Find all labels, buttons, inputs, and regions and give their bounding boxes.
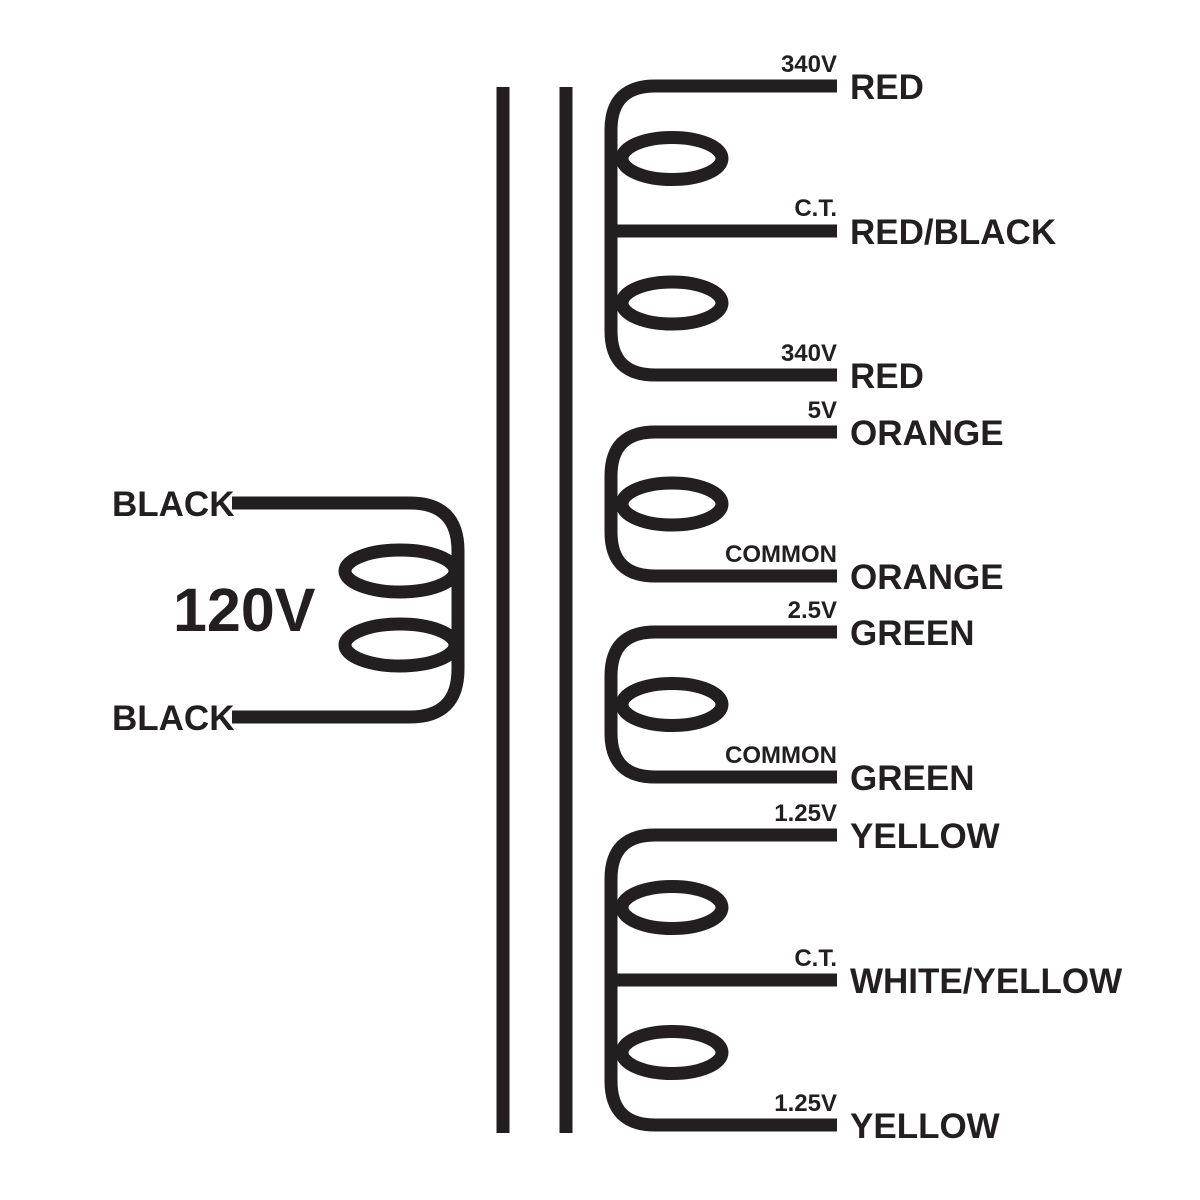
- secondary-winding-4-loop-2: [615, 1025, 729, 1080]
- primary-winding-wire: [232, 496, 465, 724]
- primary-top-lead-label: BLACK: [112, 485, 234, 524]
- wire-color-label: GREEN: [850, 614, 974, 653]
- tap-voltage-label: C.T.: [794, 945, 837, 972]
- wire-color-label: ORANGE: [850, 558, 1004, 597]
- wire-color-label: YELLOW: [850, 1107, 1000, 1146]
- secondary-winding-3-loop-1: [615, 677, 729, 732]
- tap-voltage-label: COMMON: [725, 742, 837, 769]
- tap-voltage-label: 1.25V: [774, 800, 837, 827]
- wire-color-label: GREEN: [850, 759, 974, 798]
- tap-voltage-label: 5V: [808, 397, 837, 424]
- primary-voltage-label: 120V: [173, 576, 316, 644]
- wire-color-label: YELLOW: [850, 817, 1000, 856]
- tap-voltage-label: 340V: [781, 340, 837, 367]
- secondary-winding-1: 340V RED C.T. RED/BLACK 340V RED: [604, 51, 1056, 396]
- secondary-winding-2-loop-1: [615, 476, 729, 532]
- primary-winding: BLACK 120V BLACK: [112, 485, 465, 738]
- tap-voltage-label: 2.5V: [788, 597, 837, 624]
- secondary-winding-2-wire: [604, 425, 837, 583]
- secondary-winding-1-loop-1: [615, 131, 729, 186]
- tap-voltage-label: 340V: [781, 51, 837, 78]
- primary-bottom-lead-label: BLACK: [112, 699, 234, 738]
- secondary-winding-2: 5V ORANGE COMMON ORANGE: [604, 397, 1004, 597]
- secondary-winding-4: 1.25V YELLOW C.T. WHITE/YELLOW 1.25V YEL…: [604, 800, 1122, 1146]
- primary-loop-1: [338, 543, 462, 599]
- primary-loop-2: [338, 617, 462, 673]
- tap-voltage-label: COMMON: [725, 541, 837, 568]
- wire-color-label: RED: [850, 68, 924, 107]
- tap-voltage-label: 1.25V: [774, 1090, 837, 1117]
- wire-color-label: ORANGE: [850, 414, 1004, 453]
- secondary-winding-3: 2.5V GREEN COMMON GREEN: [604, 597, 974, 798]
- tap-voltage-label: C.T.: [794, 195, 837, 222]
- wire-color-label: WHITE/YELLOW: [850, 962, 1122, 1001]
- secondary-winding-4-loop-1: [615, 880, 729, 935]
- secondary-winding-3-wire: [604, 625, 837, 784]
- secondary-winding-1-loop-2: [615, 275, 729, 331]
- wire-color-label: RED/BLACK: [850, 213, 1056, 252]
- wire-color-label: RED: [850, 357, 924, 396]
